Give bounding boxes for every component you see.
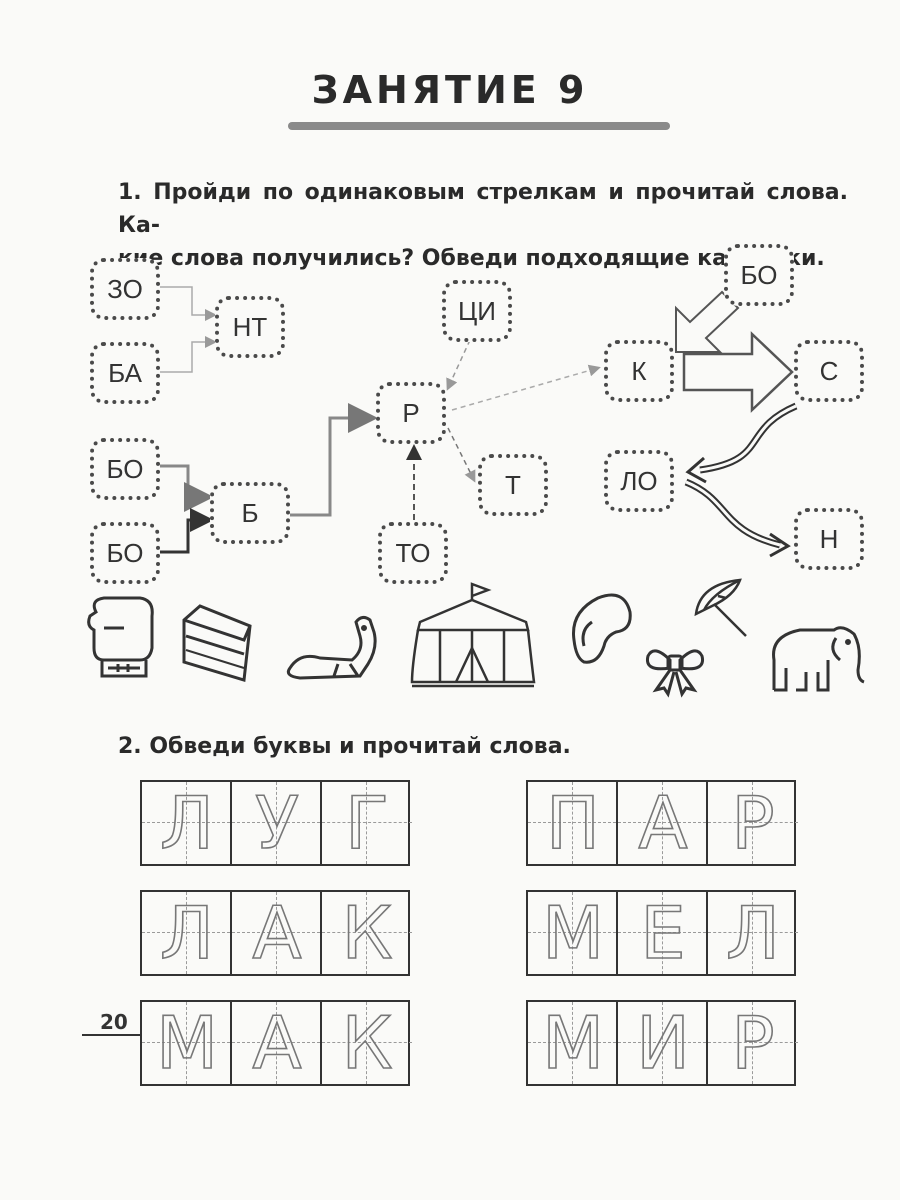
trace-letter: У [254, 780, 299, 866]
tracing-cell: Л [142, 890, 232, 976]
trace-letter: А [638, 780, 689, 866]
boxing-glove-icon [87, 596, 154, 678]
trace-letter: Л [159, 780, 215, 866]
trace-letter: А [252, 890, 303, 976]
arrow-ba-nt [160, 336, 217, 373]
syllable-ci: ЦИ [442, 280, 512, 342]
page-title: ЗАНЯТИЕ 9 [311, 68, 589, 112]
syllable-lo: ЛО [604, 450, 674, 512]
title-underline [288, 122, 670, 130]
circus-tent-icon [410, 582, 536, 688]
syllable-k: К [604, 340, 674, 402]
tracing-word-mel: М Е Л [526, 890, 798, 976]
tracing-cell: П [528, 780, 618, 866]
syllable-s: С [794, 340, 864, 402]
bow-icon [645, 649, 705, 698]
task-2-instructions: 2. Обведи буквы и прочитай слова. [118, 734, 571, 759]
tracing-cell: А [618, 780, 708, 866]
tracing-cell: К [322, 1000, 412, 1086]
tracing-word-lak: Л А К [140, 890, 412, 976]
trace-letter: П [545, 780, 601, 866]
tracing-cell: К [322, 890, 412, 976]
trace-letter: И [635, 1000, 690, 1086]
trace-letter: М [155, 1000, 219, 1086]
task-1-instructions: 1. Пройди по одинаковым стрелкам и прочи… [118, 176, 848, 275]
arrow-b-r [290, 403, 378, 517]
task-1-line-2: кие слова получились? Обведи подходящие … [118, 246, 825, 271]
arrow-zo-nt [160, 286, 217, 321]
tracing-cell: У [232, 780, 322, 866]
tracing-cell: А [232, 890, 322, 976]
trace-letter: Л [725, 890, 781, 976]
tracing-cell: Г [322, 780, 412, 866]
trace-letter: К [341, 1000, 394, 1086]
trace-letter: Г [344, 780, 390, 866]
tracing-cell: М [528, 890, 618, 976]
trace-letter: Р [730, 1000, 775, 1086]
page-number-underline [82, 1034, 142, 1036]
syllable-t: Т [478, 454, 548, 516]
syllable-bo-low: БО [90, 522, 160, 584]
tracing-word-mir: М И Р [526, 1000, 798, 1086]
tracing-cell: Е [618, 890, 708, 976]
trace-letter: А [252, 1000, 303, 1086]
syllable-to: ТО [378, 522, 448, 584]
tracing-cell: Р [708, 780, 798, 866]
syllable-b: Б [210, 482, 290, 544]
tracing-cell: Л [142, 780, 232, 866]
syllable-zo: ЗО [90, 258, 160, 320]
tracing-cell: М [528, 1000, 618, 1086]
tracing-cell: Л [708, 890, 798, 976]
tracing-word-par: П А Р [526, 780, 798, 866]
arrow-bo2-b [160, 508, 214, 554]
arrow-bo-k [675, 290, 740, 353]
cake-slice-icon [182, 604, 252, 682]
tracing-cell: И [618, 1000, 708, 1086]
syllable-nt: НТ [215, 296, 285, 358]
beaver-icon [286, 615, 377, 680]
tracing-cell: Р [708, 1000, 798, 1086]
trace-letter: Л [159, 890, 215, 976]
elephant-icon [772, 626, 865, 692]
trace-letter: Е [639, 890, 686, 976]
trace-letter: М [541, 890, 605, 976]
syllable-bo-top: БО [724, 244, 794, 306]
tracing-cell: А [232, 1000, 322, 1086]
umbrella-icon [694, 578, 747, 637]
tracing-word-mak: М А К [140, 1000, 412, 1086]
trace-letter: М [541, 1000, 605, 1086]
task-1-line-1: 1. Пройди по одинаковым стрелкам и прочи… [118, 180, 848, 238]
page-number: 20 [100, 1010, 128, 1034]
bean-icon [572, 593, 632, 664]
tracing-cell: М [142, 1000, 232, 1086]
arrow-bo-b [160, 464, 214, 512]
arrow-r-t [447, 427, 476, 483]
syllable-n: Н [794, 508, 864, 570]
trace-letter: Р [730, 780, 775, 866]
arrow-r-k [451, 364, 601, 411]
tracing-word-luk: Л У Г [140, 780, 412, 866]
syllable-ba: БА [90, 342, 160, 404]
trace-letter: К [341, 890, 394, 976]
syllable-r: Р [376, 382, 446, 444]
syllable-bo-mid: БО [90, 438, 160, 500]
arrow-k-s [682, 331, 794, 413]
